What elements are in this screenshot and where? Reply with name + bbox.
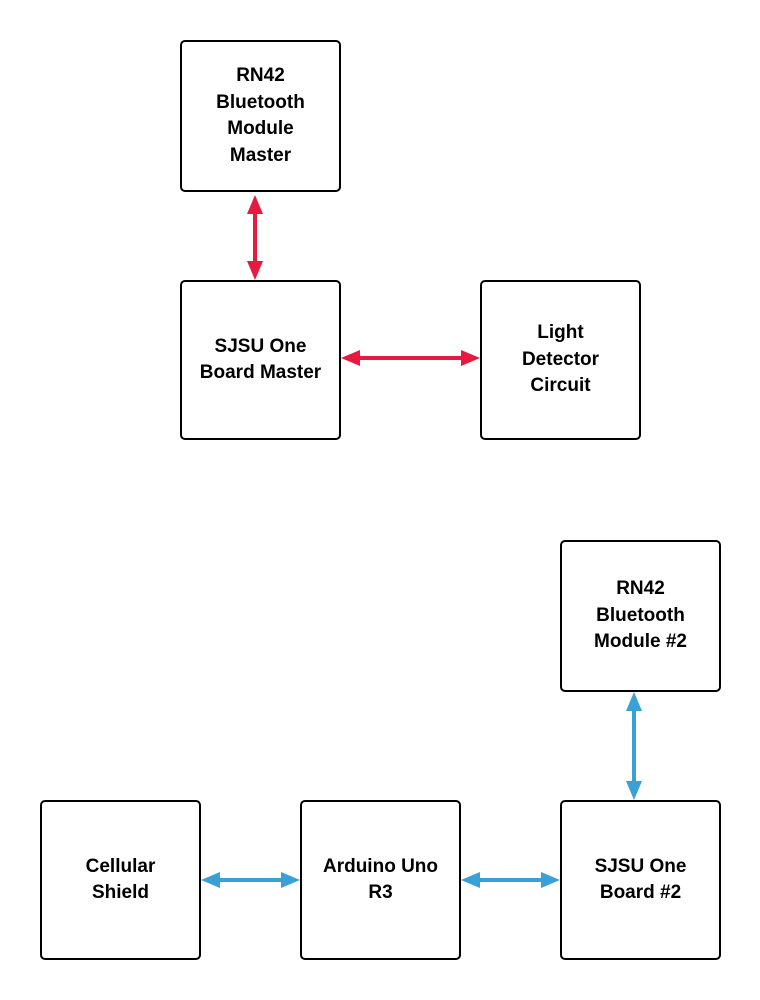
sjsu-one-board-2-label: SJSU One Board #2	[594, 855, 687, 904]
sjsu-one-board-master-node: SJSU One Board Master	[180, 280, 341, 440]
arrowhead-down	[626, 781, 642, 800]
rn42-bluetooth-2-node: RN42 Bluetooth Module #2	[560, 540, 721, 692]
link-rn42-master-to-sjsu-master	[247, 195, 263, 280]
link-rn42-2-to-sjsu-2	[626, 692, 642, 800]
light-detector-circuit-node: Light Detector Circuit	[480, 280, 641, 440]
arrowhead-right	[281, 872, 300, 888]
rn42-bluetooth-2-label: RN42 Bluetooth Module #2	[594, 578, 687, 653]
arrowhead-up	[626, 692, 642, 711]
cellular-shield-node: Cellular Shield	[40, 800, 201, 960]
light-detector-circuit-label: Light Detector Circuit	[521, 322, 600, 397]
rn42-bluetooth-master-node: RN42 Bluetooth Module Master	[180, 40, 341, 192]
sjsu-one-board-2-node: SJSU One Board #2	[560, 800, 721, 960]
arrowhead-right	[541, 872, 560, 888]
arrowhead-left	[341, 350, 360, 366]
rn42-bluetooth-master-label: RN42 Bluetooth Module Master	[216, 65, 305, 166]
link-cellular-shield-to-arduino	[201, 872, 300, 888]
cellular-shield-label: Cellular Shield	[85, 855, 156, 904]
arrowhead-down	[247, 261, 263, 280]
sjsu-one-board-master-label: SJSU One Board Master	[199, 335, 322, 384]
link-sjsu-master-to-light-detector	[341, 350, 480, 366]
arrowhead-right	[461, 350, 480, 366]
arduino-uno-r3-label: Arduino Uno R3	[322, 855, 439, 904]
arrowhead-left	[461, 872, 480, 888]
arduino-uno-r3-node: Arduino Uno R3	[300, 800, 461, 960]
link-arduino-to-sjsu-2	[461, 872, 560, 888]
arrowhead-up	[247, 195, 263, 214]
arrowhead-left	[201, 872, 220, 888]
